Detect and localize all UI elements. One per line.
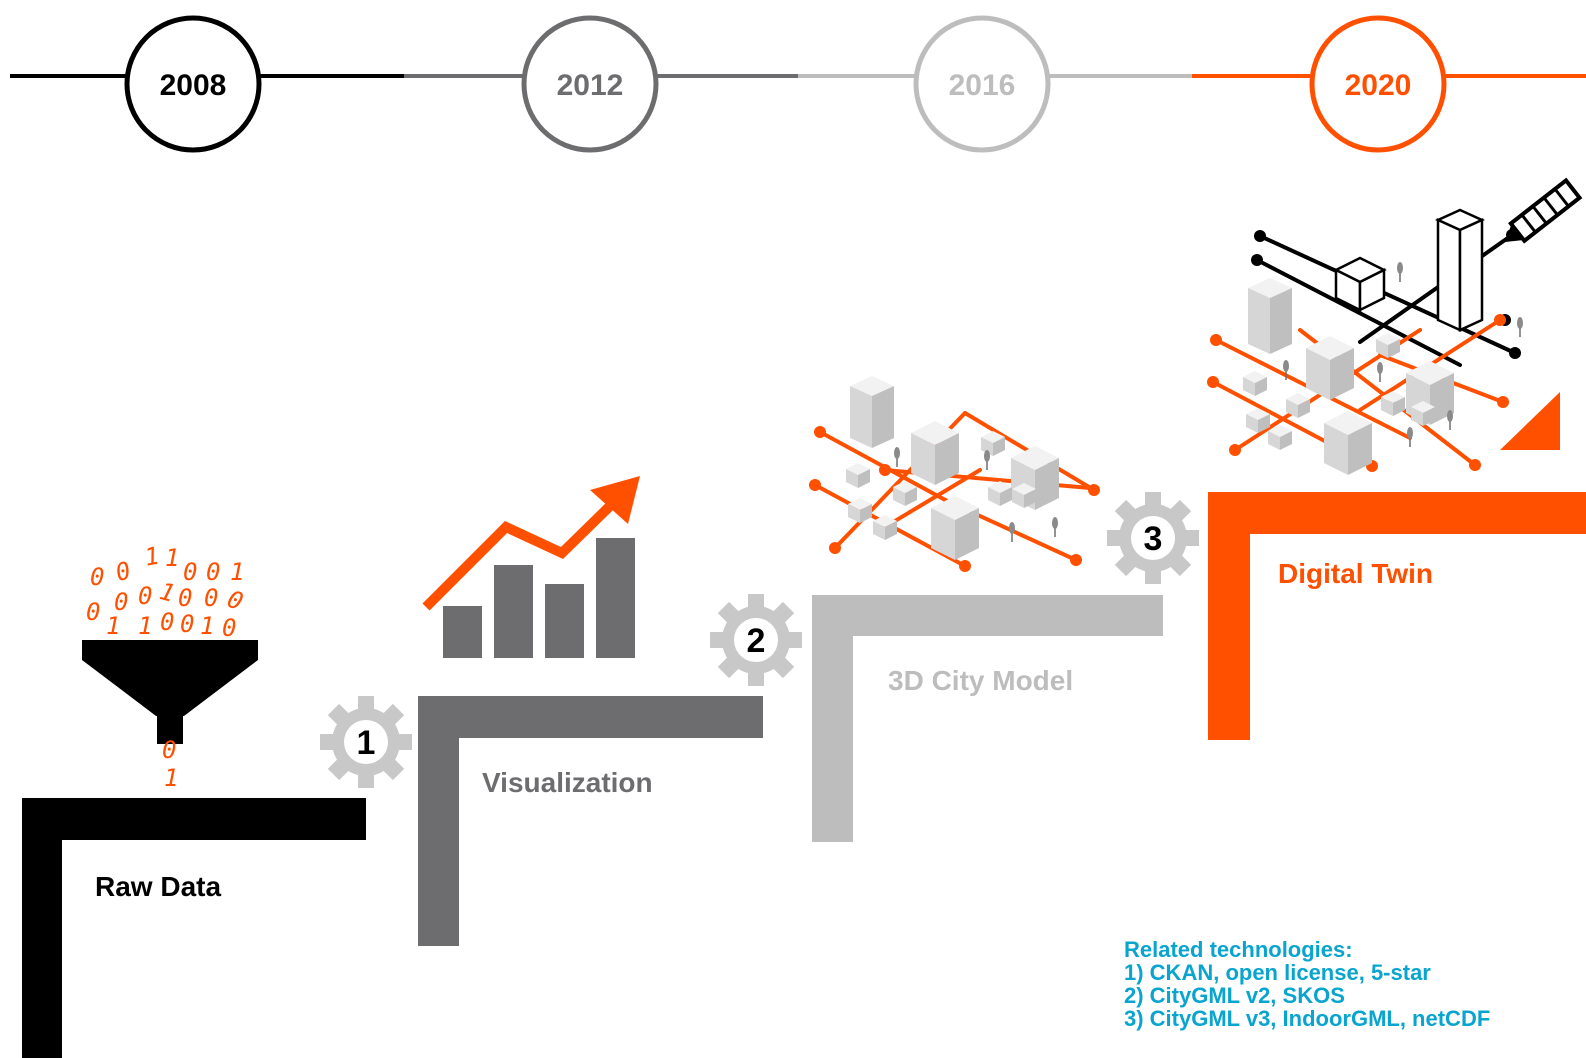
bit: 1 — [165, 544, 179, 572]
chart-bar — [596, 538, 635, 658]
building — [1306, 336, 1354, 400]
ruler-corner — [1500, 392, 1560, 450]
bit: 1 — [164, 764, 178, 792]
step-bracket — [812, 595, 1163, 842]
step-bracket — [1208, 492, 1586, 740]
step-3d-city-model: 3D City Model — [812, 595, 1163, 842]
tree-icon — [1008, 521, 1016, 543]
gear-number: 1 — [357, 724, 376, 762]
tree-icon — [983, 449, 991, 471]
tree-icon — [1516, 316, 1524, 338]
tree-icon — [1376, 361, 1384, 383]
bit: 0 — [222, 614, 236, 642]
bit: 0 — [180, 610, 194, 638]
bit: 1 — [142, 542, 161, 572]
chart-bar — [494, 565, 533, 658]
related-item: 3) CityGML v3, IndoorGML, netCDF — [1124, 1006, 1491, 1031]
bit: 0 — [178, 584, 192, 612]
funnel-bits: 0 0 1 1 0 0 1 0 0 0 1 0 0 0 1 1 0 0 1 0 — [86, 542, 247, 642]
bit: 0 — [138, 582, 152, 610]
year-label: 2012 — [557, 69, 624, 102]
building-tower — [850, 376, 894, 448]
building-outline — [1333, 256, 1387, 313]
trend-arrow-head — [590, 476, 640, 524]
tree-icon — [893, 446, 901, 468]
year-label: 2020 — [1345, 69, 1412, 102]
year-label: 2016 — [949, 69, 1016, 102]
bit: 0 — [204, 584, 218, 612]
bar-chart-icon — [422, 476, 640, 658]
bit: 0 — [160, 608, 174, 636]
stage-label: Digital Twin — [1278, 558, 1433, 589]
bit: 0 — [224, 585, 247, 616]
bit: 1 — [157, 577, 178, 608]
building-tower-outline — [1434, 208, 1486, 332]
year-marker-2016: 2016 — [913, 15, 1051, 153]
building — [848, 498, 872, 523]
gear-number: 2 — [747, 622, 766, 660]
building — [1324, 411, 1372, 475]
year-marker-2008: 2008 — [124, 15, 262, 153]
tree-icon — [1446, 409, 1454, 431]
building — [988, 481, 1012, 506]
gear-icon: 3 — [1107, 492, 1199, 584]
timeline: 2008 2012 2016 2020 — [10, 15, 1586, 153]
bit: 1 — [230, 558, 244, 586]
bit: 1 — [138, 612, 152, 640]
chart-bar — [443, 606, 482, 658]
tree-icon — [1406, 426, 1414, 448]
building — [911, 421, 959, 485]
year-label: 2008 — [160, 69, 227, 102]
city-model-icon — [809, 376, 1100, 572]
bit: 0 — [206, 558, 220, 586]
bit: 0 — [114, 588, 128, 616]
year-marker-2020: 2020 — [1309, 15, 1447, 153]
funnel-icon: 0 0 1 1 0 0 1 0 0 0 1 0 0 0 1 1 0 0 1 0 … — [82, 542, 258, 792]
trend-line — [422, 502, 614, 611]
bit: 0 — [162, 736, 176, 764]
step-bracket — [418, 696, 763, 946]
funnel-spout — [157, 716, 183, 744]
pencil-icon — [1505, 177, 1583, 244]
chart-bar — [545, 584, 584, 658]
building — [846, 463, 870, 488]
tree-icon — [1396, 261, 1404, 283]
step-digital-twin: Digital Twin — [1208, 492, 1586, 740]
gear-icon: 1 — [320, 696, 412, 788]
related-title: Related technologies: — [1124, 937, 1353, 962]
funnel-rim — [82, 640, 258, 660]
bit: 1 — [106, 612, 120, 640]
funnel-cone — [82, 660, 258, 716]
related-item: 2) CityGML v2, SKOS — [1124, 983, 1345, 1008]
year-marker-2012: 2012 — [521, 15, 659, 153]
stage-label: Raw Data — [95, 871, 221, 902]
building-tower — [1248, 278, 1292, 354]
step-bracket — [22, 798, 366, 1058]
bit: 0 — [113, 556, 134, 587]
step-visualization: Visualization — [418, 696, 763, 946]
building — [1268, 425, 1292, 450]
step-raw-data: Raw Data — [22, 798, 366, 1058]
tree-icon — [1051, 516, 1059, 538]
building — [1243, 371, 1267, 396]
bit: 0 — [86, 598, 100, 626]
related-item: 1) CKAN, open license, 5-star — [1124, 960, 1431, 985]
gear-number: 3 — [1144, 520, 1163, 558]
digital-twin-icon — [1207, 177, 1583, 475]
related-technologies: Related technologies: 1) CKAN, open lice… — [1124, 938, 1584, 1030]
building — [931, 496, 979, 560]
stage-label: 3D City Model — [888, 665, 1073, 696]
bit: 1 — [200, 612, 214, 640]
bit: 0 — [183, 558, 197, 586]
stage-label: Visualization — [482, 767, 653, 798]
gear-icon: 2 — [710, 594, 802, 686]
bit: 0 — [90, 563, 104, 591]
